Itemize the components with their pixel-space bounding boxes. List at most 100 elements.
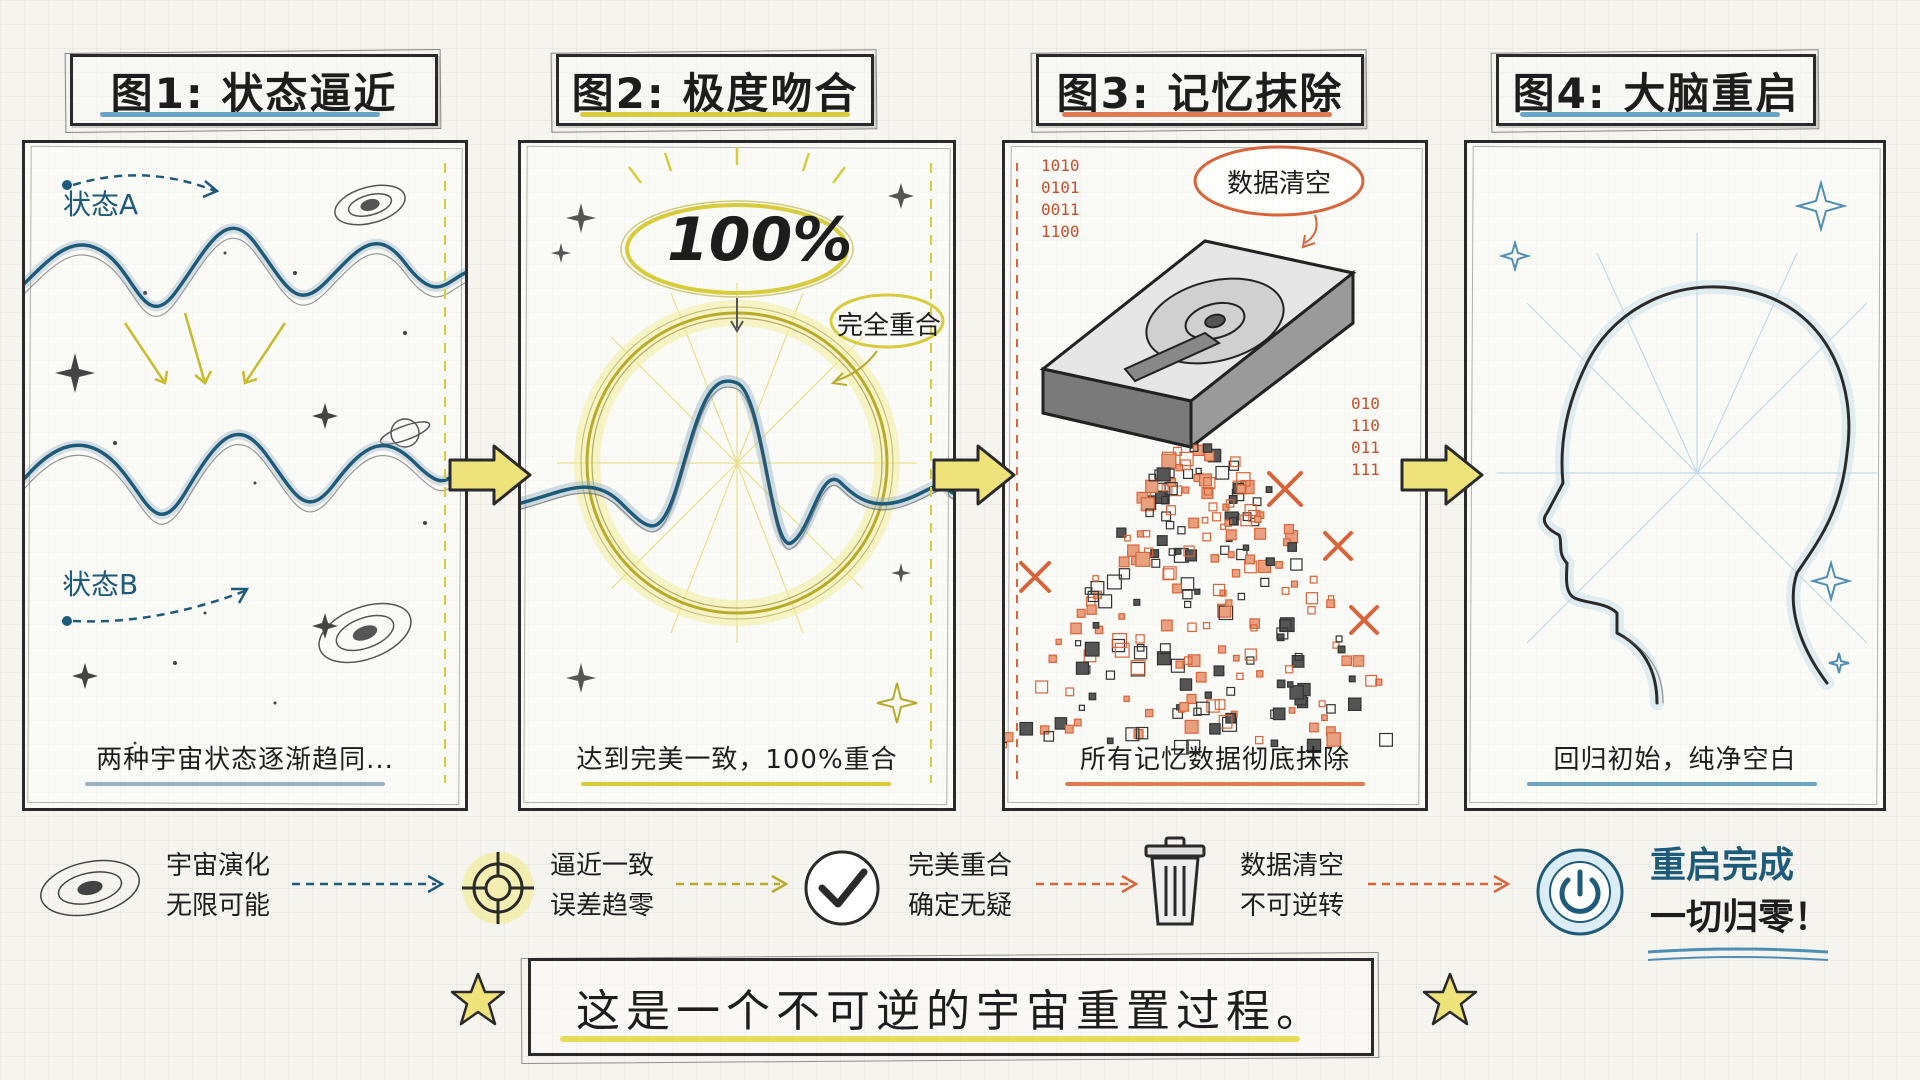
debris-square <box>1076 641 1081 646</box>
arrow-2-to-3-icon <box>930 440 1020 510</box>
legend-item-1: 宇宙演化 无限可能 <box>166 846 270 926</box>
debris-square <box>1277 680 1285 688</box>
debris-square <box>1137 645 1144 652</box>
debris-square <box>1226 713 1236 723</box>
debris-square <box>1157 468 1170 481</box>
debris-square <box>1288 543 1297 552</box>
debris-square <box>1181 578 1193 590</box>
debris-square <box>1163 569 1174 580</box>
debris-square <box>1136 635 1144 643</box>
debris-square <box>1243 513 1251 521</box>
debris-square <box>1176 661 1183 668</box>
legend-2-line2: 误差趋零 <box>550 886 654 926</box>
debris-square <box>1227 688 1235 696</box>
debris-square <box>1215 700 1225 710</box>
debris-square <box>1178 527 1185 534</box>
panel-3-caption-underline <box>1065 782 1365 786</box>
debris-square <box>1196 468 1201 473</box>
debris-square <box>1020 723 1033 736</box>
panel-4-illustration <box>1467 143 1883 808</box>
panel-4-caption-underline <box>1527 782 1817 786</box>
debris-square <box>1202 488 1213 499</box>
debris-square <box>1066 688 1074 696</box>
debris-square <box>1238 593 1244 599</box>
debris-square <box>1183 590 1192 599</box>
debris-square <box>1203 444 1211 452</box>
power-icon <box>1532 844 1628 940</box>
legend-item-2: 逼近一致 误差趋零 <box>550 846 654 926</box>
debris-square <box>1282 588 1289 595</box>
legend-1-line2: 无限可能 <box>166 886 270 926</box>
debris-square <box>1135 647 1147 659</box>
debris-square <box>1202 517 1208 523</box>
sparkle-gold-icon <box>877 683 917 723</box>
debris-square <box>1186 550 1197 561</box>
debris-square <box>1193 445 1203 455</box>
legend-3-line2: 确定无疑 <box>908 886 1012 926</box>
debris-square <box>1085 642 1099 656</box>
legend-5-line2: 一切归零！ <box>1650 892 1830 944</box>
debris-square <box>1219 646 1226 653</box>
debris-square <box>1203 533 1211 541</box>
arrow-3-to-4-icon <box>1398 440 1488 510</box>
debris-square <box>1106 671 1114 679</box>
debris-square <box>1200 474 1212 486</box>
debris-square <box>1267 558 1275 566</box>
debris-square <box>1183 487 1189 493</box>
debris-square <box>1319 701 1325 707</box>
debris-square <box>1349 698 1361 710</box>
panel-2-caption: 达到完美一致，100%重合 <box>521 739 953 776</box>
galaxy-icon <box>331 178 410 231</box>
legend-item-4: 数据清空 不可逆转 <box>1240 846 1344 926</box>
panel-3-caption: 所有记忆数据彻底抹除 <box>1005 739 1425 776</box>
debris-square <box>1349 676 1355 682</box>
panel-1-caption: 两种宇宙状态逐渐趋同... <box>25 739 465 776</box>
debris-square <box>1226 530 1236 540</box>
debris-square <box>1146 710 1153 717</box>
debris-square <box>1119 557 1129 567</box>
legend-item-3: 完美重合 确定无疑 <box>908 846 1012 926</box>
debris-square <box>1076 662 1088 674</box>
debris-square <box>1087 605 1096 614</box>
panel-1-title-underline <box>100 112 380 117</box>
debris-square <box>1093 623 1099 629</box>
debris-square <box>1327 600 1335 608</box>
debris-square <box>1089 693 1096 700</box>
debris-square <box>1336 636 1342 642</box>
state-a-label: 状态A <box>63 183 138 223</box>
panel-4-brain-restart: 回归初始，纯净空白 <box>1464 140 1886 811</box>
legend-arrow-4-icon <box>1366 872 1516 896</box>
debris-square <box>1211 555 1218 562</box>
galaxy-icon <box>30 848 150 928</box>
debris-square <box>1166 522 1173 529</box>
debris-square <box>1209 503 1217 511</box>
debris-square <box>1228 552 1234 558</box>
x-mark-icons <box>1021 473 1377 633</box>
wave-a <box>25 228 465 316</box>
debris-square <box>1255 528 1266 539</box>
legend-arrow-1-icon <box>290 872 450 896</box>
debris-square <box>1189 518 1199 528</box>
debris-square <box>1216 467 1229 480</box>
debris-square <box>1157 536 1167 546</box>
debris-square <box>1056 639 1061 644</box>
debris-square <box>1306 593 1317 604</box>
debris-square <box>1327 705 1335 713</box>
debris-square <box>1146 480 1158 492</box>
debris-square <box>1119 614 1125 620</box>
panel-1-caption-underline <box>85 782 385 786</box>
debris-square <box>1093 576 1098 581</box>
debris-square <box>1112 640 1124 652</box>
debris-square <box>1137 531 1143 537</box>
star-right-icon <box>1420 970 1480 1030</box>
debris-square <box>1342 656 1351 665</box>
wave-b <box>25 434 465 524</box>
debris-square <box>1195 589 1200 594</box>
debris-square <box>1136 552 1150 566</box>
state-b-label: 状态B <box>63 563 138 603</box>
percent-burst <box>629 147 845 183</box>
legend-3-line1: 完美重合 <box>908 846 1012 886</box>
debris-square <box>1214 666 1224 676</box>
debris-square <box>1237 485 1245 493</box>
debris-square <box>1291 559 1302 570</box>
